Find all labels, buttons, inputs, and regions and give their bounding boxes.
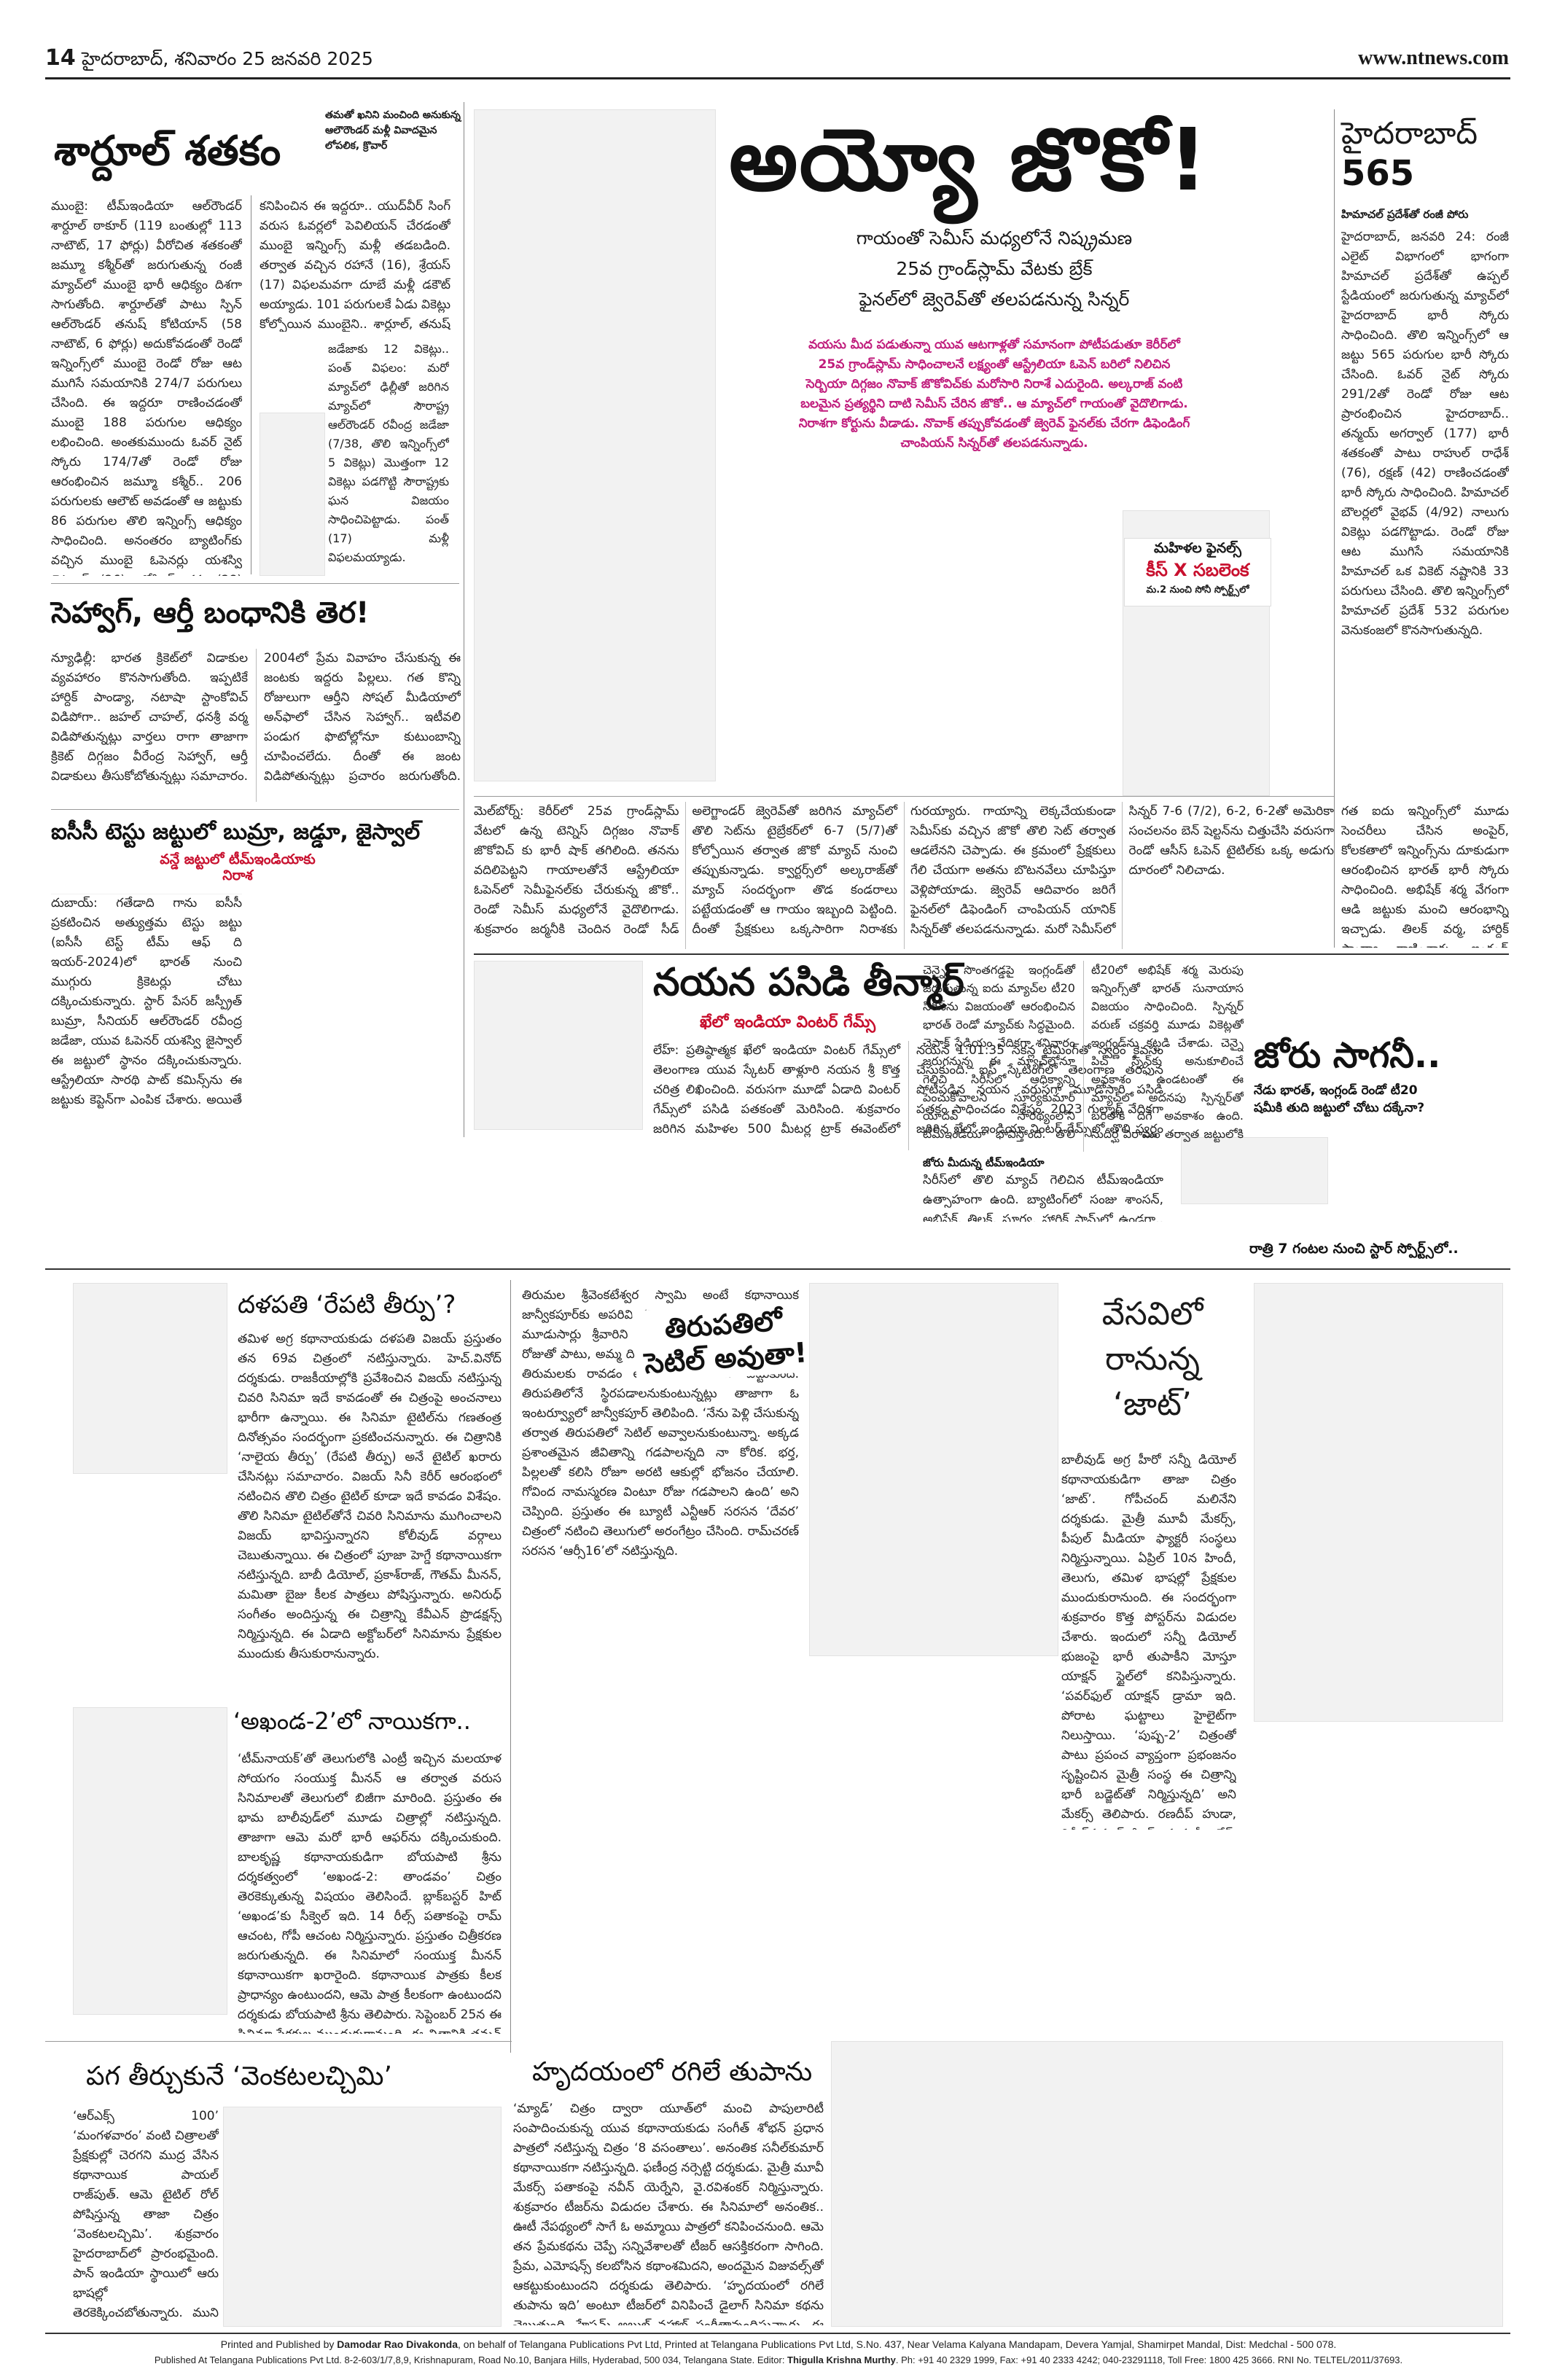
shardul-headline: శార్దూల్‌ శతకం: [54, 128, 281, 175]
womens-final-title: కీస్‌ X సబలెంక: [1146, 560, 1249, 580]
lead-summary: వయసు మీద పడుతున్నా యువ ఆటగాళ్లతో సమానంగా…: [798, 338, 1190, 450]
footer-rule: [45, 2333, 1510, 2334]
nayana-headline: నయన పసిడి తీన్మార్‌: [653, 961, 964, 1004]
shardul-col-2: కనిపించిన ఈ ఇద్దరూ.. యుద్‌వీర్‌ సింగ్‌ వ…: [260, 199, 450, 332]
venkatalachimi-headline: పగ తీర్చుకునే ‘వెంకటలచ్చిమి’: [86, 2061, 392, 2091]
joru-headline: జోరు సాగనీ..: [1254, 1035, 1441, 1076]
sunny-deol-photo: [1254, 1283, 1503, 1722]
column-divider: [1334, 109, 1335, 948]
nayana-text-2: సిరీస్‌లో తొలి మ్యాచ్‌ గెలిచిన టీమ్‌ఇండి…: [923, 1173, 1163, 1222]
hyderabad-score: 565: [1341, 153, 1415, 194]
dalapathi-text: తమిళ అగ్ర కథానాయకుడు దళపతి విజయ్‌ ప్రస్త…: [238, 1332, 502, 1661]
hyderabad-title: హైదరాబాద్‌: [1341, 115, 1478, 151]
womens-final-box: మహిళల ఫైనల్స్‌ కీస్‌ X సబలెంక మ.2 నుంచి …: [1124, 538, 1271, 606]
joru-deck-2: షమీకి తుది జట్టులో చోటు దక్కేనా?: [1254, 1101, 1425, 1115]
team-india-photo: [1181, 1137, 1328, 1204]
shardul-col-3: జడేజాకు 12 వికెట్లు.. పంత్‌ విఫలం: మరో మ…: [328, 342, 449, 564]
womens-final-kicker: మహిళల ఫైనల్స్‌: [1154, 540, 1241, 556]
lead-deck-1: గాయంతో సెమీస్‌ మధ్యలోనే నిష్క్రమణ: [856, 227, 1133, 249]
joru-text: చెన్నై: సొంతగడ్డపై ఇంగ్లండ్‌తో జరుగుతున్…: [923, 963, 1244, 1141]
footer-imprint-2: Published At Telangana Publications Pvt …: [51, 2353, 1506, 2368]
samyuktha-photo: [73, 1707, 227, 2015]
jaat-headline: వేసవిలో రానున్న ‘జాట్‌’: [1101, 1295, 1203, 1423]
nayana-photo: [474, 961, 643, 1130]
section-rule: [45, 1268, 1510, 1270]
hyderabad-text: హైదరాబాద్‌, జనవరి 24: రంజీ ఎలైట్‌ విభాగం…: [1341, 230, 1509, 638]
venkatalachimi-text: ‘ఆర్‌ఎక్స్‌ 100’ ‘మంగళవారం’ వంటి చిత్రాల…: [73, 2109, 219, 2320]
icc-subtitle: వన్డే జట్టులో టీమ్‌ఇండియాకు నిరాశ: [160, 851, 316, 883]
hrudayam-text: ‘మ్యాడ్‌’ చిత్రం ద్వారా యూత్‌లో మంచి పాప…: [513, 2102, 824, 2325]
footer-text: , on behalf of Telangana Publications Pv…: [458, 2338, 1337, 2350]
sehwag-text: న్యూఢిల్లీ: భారత క్రికెట్‌లో విడాకుల వ్య…: [51, 651, 461, 784]
hrudayam-headline: హృదయంలో రగిలే తుపాను: [532, 2057, 813, 2087]
lead-headline: అయ్యో జొకో!: [729, 109, 1209, 210]
akhanda-headline: ‘అఖండ-2’లో నాయికగా..: [233, 1707, 471, 1735]
footer-text: Printed and Published by: [220, 2338, 337, 2350]
section-rule: [51, 583, 459, 584]
shardul-side-quote: తమతో ఖనిని మంచింది అనుకున్న ఆలౌరౌండర్ మళ…: [325, 109, 461, 152]
hyderabad-text-2: గత ఐదు ఇన్నింగ్స్‌లో మూడు సెంచరీలు చేసిన…: [1341, 804, 1509, 948]
nayana-text: లేహ్‌: ప్రతిష్ఠాత్మక ఖేలో ఇండియా వింటర్‌…: [653, 1043, 1163, 1136]
8-vasanthalu-photo: [831, 2041, 1503, 2327]
shardul-photo: [260, 413, 325, 576]
icc-headline: ఐసీసీ టెస్టు జట్టులో బుమ్రా, జడ్డూ, జైస్…: [51, 819, 421, 845]
page-number: 14: [45, 45, 76, 71]
shardul-col-1: ముంబై: టీమ్‌ఇండియా ఆల్‌రౌండర్‌ శార్దూల్‌…: [51, 199, 242, 576]
nayana-kicker-2: జోరు మీదున్న టీమ్‌ఇండియా: [923, 1156, 1045, 1169]
payal-photo: [223, 2107, 502, 2327]
footer-text: Published At Telangana Publications Pvt …: [154, 2354, 788, 2365]
womens-final-time: మ.2 నుంచి సోనీ స్పోర్ట్స్‌లో: [1146, 585, 1249, 596]
publisher-name: Damodar Rao Divakonda: [337, 2338, 458, 2350]
tirupati-headline: తిరుపతిలో సెటిల్‌ అవుతా!: [631, 1298, 818, 1384]
section-rule: [474, 953, 1509, 955]
footer-text: . Ph: +91 40 2329 1999, Fax: +91 40 2333…: [895, 2354, 1403, 2365]
editor-name: Thigulla Krishna Murthy: [787, 2354, 896, 2365]
jaat-text: బాలీవుడ్‌ అగ్ర హీరో సన్నీ డియోల్‌ కథానాయ…: [1061, 1453, 1236, 1830]
column-divider: [510, 1280, 511, 2053]
masthead-rule: [45, 77, 1510, 79]
icc-text-col1: దుబాయ్‌: గతేడాది గాను ఐసీసీ ప్రకటించిన అ…: [51, 894, 242, 1112]
lead-deck-3: ఫైనల్‌లో జ్వెరెవ్‌తో తలపడనున్న సిన్నర్‌: [859, 289, 1130, 310]
dalapathi-headline: దళపతి ‘రేపటి తీర్పు’?: [238, 1290, 456, 1319]
icc-text: దుబాయ్‌: గతేడాది గాను ఐసీసీ ప్రకటించిన అ…: [51, 896, 242, 1107]
akhanda-text: ‘టీమ్‌నాయక్‌’తో తెలుగులోకి ఎంట్రీ ఇచ్చిన…: [238, 1752, 502, 2034]
dateline: హైదరాబాద్‌, శనివారం 25 జనవరి 2025: [82, 48, 373, 69]
vijay-photo: [73, 1283, 227, 1474]
joru-deck: నేడు భారత్‌, ఇంగ్లండ్‌ రెండో టీ20: [1254, 1083, 1418, 1098]
lead-text: మెల్‌బోర్న్‌: కెరీర్‌లో 25వ గ్రాండ్‌స్లా…: [474, 804, 1334, 937]
section-rule: [45, 2041, 512, 2042]
website-link[interactable]: www.ntnews.com: [1358, 47, 1509, 69]
footer-imprint-1: Printed and Published by Damodar Rao Div…: [51, 2337, 1506, 2352]
joru-broadcast: రాత్రి 7 గంటల నుంచి స్టార్‌ స్పోర్ట్స్‌ల…: [1249, 1241, 1459, 1257]
hyderabad-subtitle: హిమాచల్‌ ప్రదేశ్‌తో రంజీ పోరు: [1341, 208, 1469, 221]
janhvi-photo: [809, 1283, 1058, 1656]
section-rule: [51, 809, 459, 810]
lead-deck-2: 25వ గ్రాండ్‌స్లామ్‌ వేటకు బ్రేక్‌: [896, 258, 1093, 279]
djokovic-photo: [474, 109, 716, 781]
section-rule: [474, 796, 1334, 797]
icc-text-col2: [257, 1021, 461, 1130]
sehwag-headline: సెహ్వాగ్‌, ఆర్తీ బంధానికి తెర!: [51, 596, 370, 630]
nayana-subtitle: ఖేలో ఇండియా వింటర్‌ గేమ్స్‌: [700, 1013, 876, 1031]
